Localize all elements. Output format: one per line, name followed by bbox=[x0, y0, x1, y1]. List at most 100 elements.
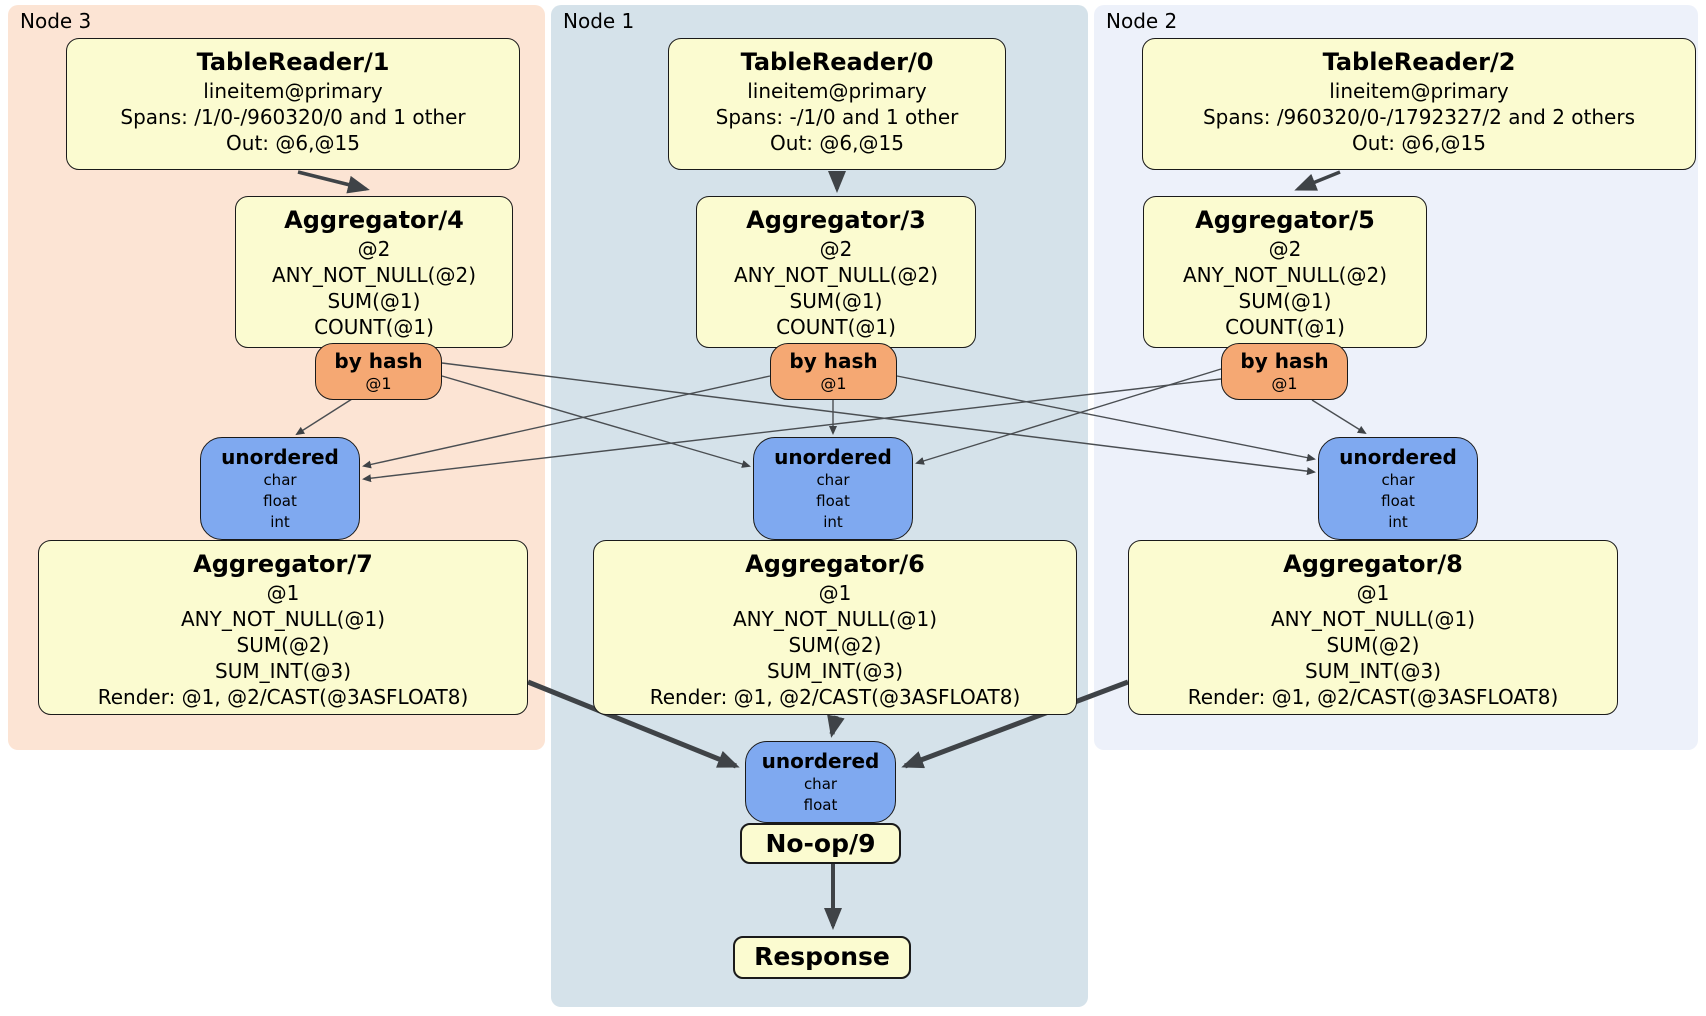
tablereader-0-box: TableReader/0 lineitem@primary Spans: -/… bbox=[668, 38, 1006, 170]
sync-title: unordered bbox=[774, 445, 892, 469]
box-line: Out: @6,@15 bbox=[770, 131, 904, 155]
box-line: SUM_INT(@3) bbox=[767, 659, 903, 683]
sync-col: char bbox=[816, 471, 850, 489]
router-key: @1 bbox=[365, 374, 392, 393]
edge-agg8-to-outsync bbox=[901, 679, 1129, 769]
box-line: @1 bbox=[1356, 581, 1390, 605]
box-line: Spans: /1/0-/960320/0 and 1 other bbox=[120, 105, 466, 129]
router-title: by hash bbox=[1240, 349, 1329, 373]
by-hash-router-node3: by hash @1 bbox=[315, 343, 442, 400]
box-title: Aggregator/7 bbox=[193, 550, 373, 578]
edge-hash2-to-sync3 bbox=[362, 378, 1222, 483]
router-key: @1 bbox=[1271, 374, 1298, 393]
edge-hash2-to-sync1 bbox=[915, 368, 1222, 465]
sync-col: int bbox=[270, 513, 290, 531]
unordered-sync-node2: unordered char float int bbox=[1318, 437, 1478, 540]
box-line: @2 bbox=[819, 237, 853, 261]
box-line: ANY_NOT_NULL(@2) bbox=[1183, 263, 1387, 287]
box-line: SUM(@1) bbox=[327, 289, 421, 313]
sync-title: unordered bbox=[221, 445, 339, 469]
edge-agg7-to-outsync bbox=[527, 679, 740, 769]
by-hash-router-node2: by hash @1 bbox=[1221, 343, 1348, 400]
box-title: TableReader/2 bbox=[1322, 48, 1516, 76]
node2-label: Node 2 bbox=[1106, 9, 1178, 33]
box-title: TableReader/0 bbox=[740, 48, 934, 76]
sync-title: unordered bbox=[761, 749, 880, 773]
sync-title: unordered bbox=[1339, 445, 1457, 469]
tablereader-1-box: TableReader/1 lineitem@primary Spans: /1… bbox=[66, 38, 520, 170]
aggregator-5-box: Aggregator/5 @2 ANY_NOT_NULL(@2) SUM(@1)… bbox=[1143, 196, 1427, 348]
sync-col: char bbox=[263, 471, 297, 489]
router-key: @1 bbox=[820, 374, 847, 393]
sync-col: char bbox=[1381, 471, 1415, 489]
edge-agg6-to-outsync bbox=[827, 714, 845, 738]
noop-box: No-op/9 bbox=[740, 823, 901, 864]
edge-hash1-to-sync2 bbox=[896, 375, 1316, 462]
box-title: Aggregator/3 bbox=[746, 206, 926, 234]
sync-col: float bbox=[803, 796, 838, 814]
aggregator-7-box: Aggregator/7 @1 ANY_NOT_NULL(@1) SUM(@2)… bbox=[38, 540, 528, 715]
box-line: @2 bbox=[1268, 237, 1302, 261]
box-line: SUM_INT(@3) bbox=[215, 659, 351, 683]
box-title: Aggregator/4 bbox=[284, 206, 464, 234]
sync-col: int bbox=[823, 513, 843, 531]
edge-tr1-to-agg4 bbox=[297, 170, 370, 194]
aggregator-4-box: Aggregator/4 @2 ANY_NOT_NULL(@2) SUM(@1)… bbox=[235, 196, 513, 348]
box-line: Render: @1, @2/CAST(@3ASFLOAT8) bbox=[649, 685, 1021, 709]
box-line: Out: @6,@15 bbox=[1352, 131, 1486, 155]
box-title: Aggregator/8 bbox=[1283, 550, 1463, 578]
by-hash-router-node1: by hash @1 bbox=[770, 343, 897, 400]
box-line: lineitem@primary bbox=[747, 79, 927, 103]
box-line: ANY_NOT_NULL(@1) bbox=[1271, 607, 1475, 631]
box-line: ANY_NOT_NULL(@2) bbox=[272, 263, 476, 287]
sync-col: float bbox=[1381, 492, 1415, 510]
sync-col: float bbox=[816, 492, 850, 510]
box-line: lineitem@primary bbox=[1329, 79, 1509, 103]
aggregator-6-box: Aggregator/6 @1 ANY_NOT_NULL(@1) SUM(@2)… bbox=[593, 540, 1077, 715]
unordered-sync-node3: unordered char float int bbox=[200, 437, 360, 540]
box-line: lineitem@primary bbox=[203, 79, 383, 103]
box-line: COUNT(@1) bbox=[1225, 315, 1345, 339]
box-line: COUNT(@1) bbox=[314, 315, 434, 339]
box-title: Aggregator/6 bbox=[745, 550, 925, 578]
box-line: @1 bbox=[266, 581, 300, 605]
unordered-sync-output: unordered char float bbox=[745, 741, 896, 823]
box-line: SUM_INT(@3) bbox=[1305, 659, 1441, 683]
box-line: Spans: -/1/0 and 1 other bbox=[715, 105, 959, 129]
unordered-sync-node1: unordered char float int bbox=[753, 437, 913, 540]
box-line: SUM(@2) bbox=[1326, 633, 1420, 657]
sync-col: int bbox=[1388, 513, 1408, 531]
box-line: Render: @1, @2/CAST(@3ASFLOAT8) bbox=[97, 685, 469, 709]
box-title: Aggregator/5 bbox=[1195, 206, 1375, 234]
sync-col: float bbox=[263, 492, 297, 510]
node3-label: Node 3 bbox=[20, 9, 92, 33]
edge-tr2-to-agg5 bbox=[1294, 170, 1341, 191]
box-title: Response bbox=[754, 942, 890, 971]
box-line: Render: @1, @2/CAST(@3ASFLOAT8) bbox=[1187, 685, 1559, 709]
box-title: No-op/9 bbox=[765, 829, 876, 858]
box-line: COUNT(@1) bbox=[776, 315, 896, 339]
box-line: SUM(@2) bbox=[788, 633, 882, 657]
edge-hash2-to-sync2 bbox=[1311, 399, 1367, 435]
box-line: Out: @6,@15 bbox=[226, 131, 360, 155]
box-line: Spans: /960320/0-/1792327/2 and 2 others bbox=[1202, 105, 1635, 129]
tablereader-2-box: TableReader/2 lineitem@primary Spans: /9… bbox=[1142, 38, 1696, 170]
box-title: TableReader/1 bbox=[196, 48, 390, 76]
router-title: by hash bbox=[789, 349, 878, 373]
edge-hash3-to-sync1 bbox=[441, 375, 751, 468]
box-line: ANY_NOT_NULL(@2) bbox=[734, 263, 938, 287]
box-line: @2 bbox=[357, 237, 391, 261]
edge-hash1-to-sync3 bbox=[362, 375, 771, 469]
edge-hash3-to-sync3 bbox=[295, 398, 353, 436]
box-line: SUM(@1) bbox=[789, 289, 883, 313]
aggregator-8-box: Aggregator/8 @1 ANY_NOT_NULL(@1) SUM(@2)… bbox=[1128, 540, 1618, 715]
response-box: Response bbox=[733, 936, 911, 979]
box-line: ANY_NOT_NULL(@1) bbox=[733, 607, 937, 631]
router-title: by hash bbox=[334, 349, 423, 373]
box-line: SUM(@2) bbox=[236, 633, 330, 657]
sync-col: char bbox=[803, 775, 838, 793]
box-line: @1 bbox=[818, 581, 852, 605]
edge-hash3-to-sync2 bbox=[441, 362, 1316, 476]
